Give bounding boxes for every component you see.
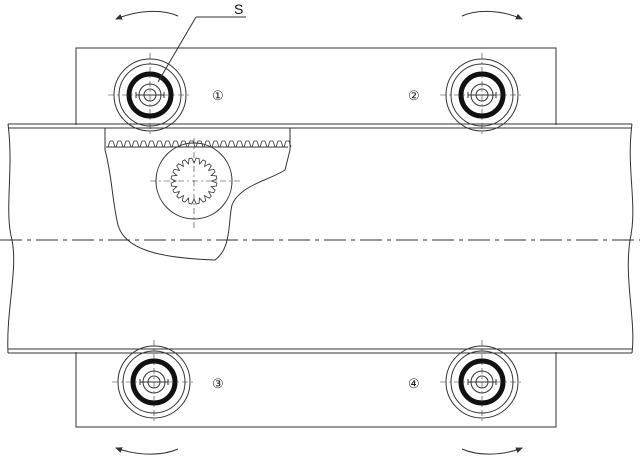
rotation-arrow-bottom-right — [461, 447, 523, 455]
rotation-arrow-top-left — [115, 10, 179, 20]
wheel-1 — [108, 53, 192, 137]
wheel-label-3: ③ — [212, 376, 224, 391]
rotation-arrow-top-right — [461, 11, 523, 20]
rack — [106, 140, 292, 148]
rotation-arrow-bottom-left — [115, 447, 179, 455]
callout-label-s: S — [234, 1, 243, 17]
wheel-group — [108, 53, 524, 424]
wheel-3 — [112, 340, 196, 424]
cutaway-outline — [104, 128, 291, 261]
pinion-gear — [150, 138, 240, 228]
wheel-2 — [440, 53, 524, 137]
upper-mounting-plate — [75, 47, 557, 125]
lower-mounting-plate — [75, 352, 557, 428]
callout-leader-line — [157, 16, 197, 83]
wheel-4 — [440, 340, 524, 424]
main-rail — [7, 123, 634, 354]
wheel-label-1: ① — [212, 88, 224, 103]
wheel-label-2: ② — [408, 88, 420, 103]
wheel-label-4: ④ — [408, 376, 420, 391]
